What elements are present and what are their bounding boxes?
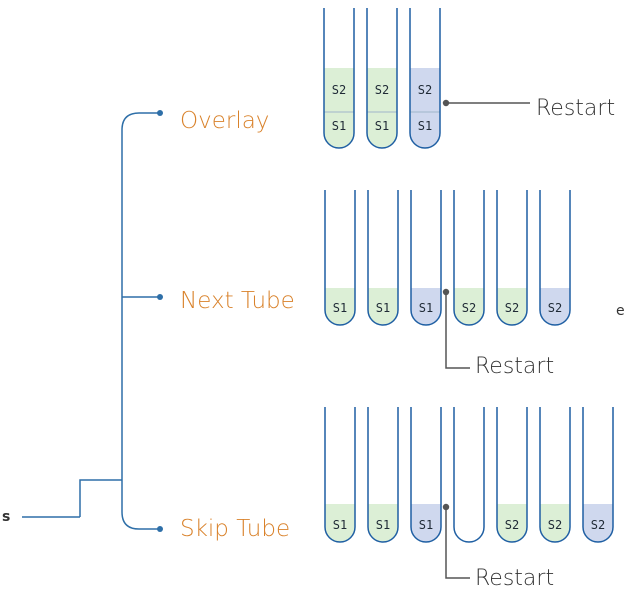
tube-fill-skip-tube xyxy=(411,504,441,542)
branch-dot-next-tube xyxy=(157,294,163,300)
tube-fill-skip-tube xyxy=(583,504,613,542)
tube-skip-tube xyxy=(539,407,571,543)
branch-line-overlay xyxy=(121,112,160,480)
tube-label-lower: S1 xyxy=(333,301,347,315)
tube-label-upper: S2 xyxy=(375,83,389,97)
tube-label-lower: S2 xyxy=(505,301,519,315)
tube-fill-overlay xyxy=(367,68,397,148)
tube-skip-tube xyxy=(367,407,399,543)
edge-label-top: e xyxy=(616,303,625,319)
edge-label-bottom: s xyxy=(2,509,11,525)
tube-fill-next-tube xyxy=(454,288,484,325)
tube-fill-skip-tube xyxy=(368,504,398,542)
tube-next-tube xyxy=(410,190,442,326)
restart-label-skip-tube: Restart xyxy=(475,566,555,591)
tube-label-lower: S1 xyxy=(375,119,389,133)
tube-label-lower: S1 xyxy=(419,301,433,315)
tube-label-lower: S2 xyxy=(505,518,519,532)
tube-label-lower: S1 xyxy=(419,518,433,532)
tube-label-lower: S1 xyxy=(333,518,347,532)
tube-label-lower: S2 xyxy=(591,518,605,532)
option-label-overlay: Overlay xyxy=(180,108,270,134)
tube-skip-tube xyxy=(324,407,356,543)
branch-line-skip-tube xyxy=(121,480,160,530)
tube-label-lower: S2 xyxy=(462,301,476,315)
tube-label-lower: S2 xyxy=(548,301,562,315)
tube-overlay xyxy=(366,8,398,149)
tube-label-lower: S1 xyxy=(332,119,346,133)
tube-label-lower: S2 xyxy=(548,518,562,532)
tube-label-lower: S1 xyxy=(376,301,390,315)
tube-label-upper: S2 xyxy=(332,83,346,97)
root-elbow-line xyxy=(79,479,122,517)
tube-fill-next-tube xyxy=(325,288,355,325)
tube-fill-next-tube xyxy=(497,288,527,325)
tube-fill-next-tube xyxy=(368,288,398,325)
tube-next-tube xyxy=(324,190,356,326)
option-label-next-tube: Next Tube xyxy=(180,288,295,314)
branch-dot-skip-tube xyxy=(157,526,163,532)
branch-dot-overlay xyxy=(157,110,163,116)
tube-label-lower: S1 xyxy=(376,518,390,532)
tube-skip-tube xyxy=(410,407,442,543)
tube-next-tube xyxy=(539,190,571,326)
tube-skip-tube xyxy=(582,407,614,543)
tube-overlay xyxy=(323,8,355,149)
tube-fill-overlay xyxy=(324,68,354,148)
tube-skip-tube xyxy=(453,407,485,543)
tube-label-lower: S1 xyxy=(418,119,432,133)
tube-overlay xyxy=(409,8,441,149)
restart-label-overlay: Restart xyxy=(536,96,616,121)
tube-fill-skip-tube xyxy=(325,504,355,542)
restart-label-next-tube: Restart xyxy=(475,354,555,379)
option-label-skip-tube: Skip Tube xyxy=(180,516,291,542)
tube-skip-tube xyxy=(496,407,528,543)
tube-fill-skip-tube xyxy=(540,504,570,542)
tube-next-tube xyxy=(496,190,528,326)
tube-fill-skip-tube xyxy=(497,504,527,542)
tube-next-tube xyxy=(367,190,399,326)
tube-fill-next-tube xyxy=(411,288,441,325)
restart-line-next-tube xyxy=(445,292,470,369)
restart-line-skip-tube xyxy=(445,507,470,579)
tube-label-upper: S2 xyxy=(418,83,432,97)
tube-fill-next-tube xyxy=(540,288,570,325)
tube-fill-overlay xyxy=(410,68,440,148)
tube-next-tube xyxy=(453,190,485,326)
